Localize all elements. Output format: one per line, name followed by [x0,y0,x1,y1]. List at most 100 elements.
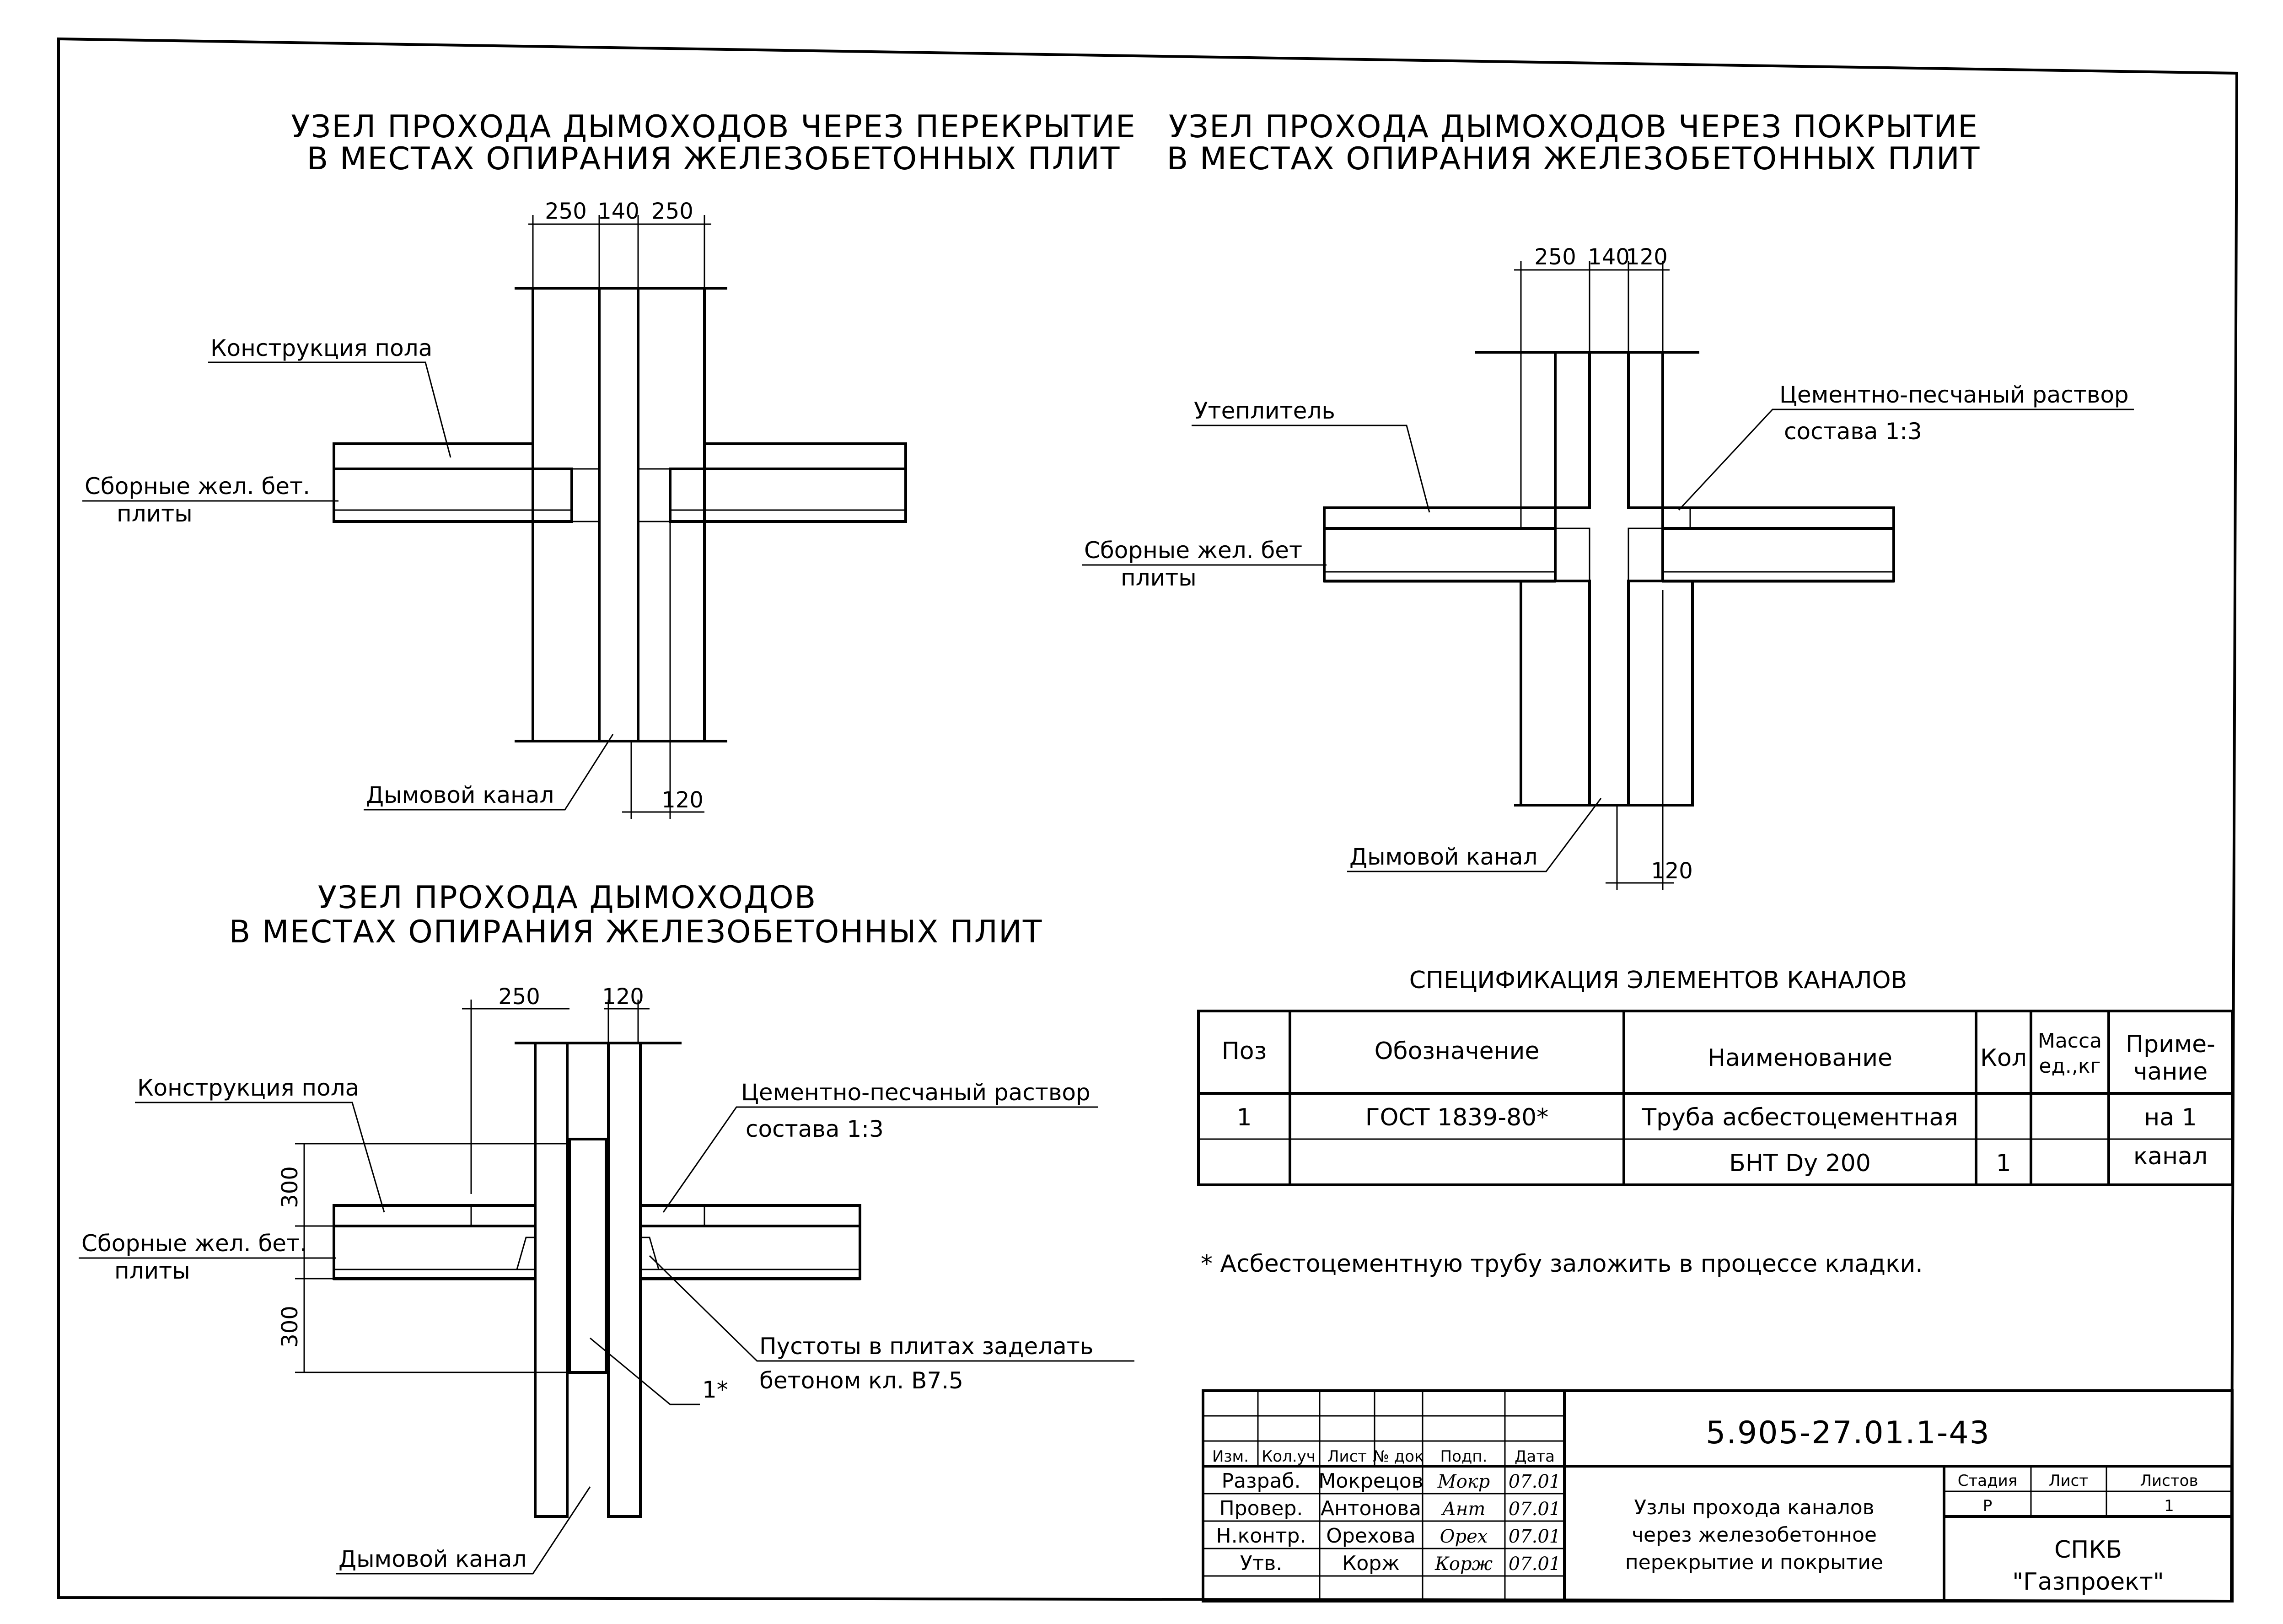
floor-construction [639,1204,861,1227]
label-mortar: Цементно-песчаный раствор [1779,382,2129,408]
title-header: Изм. [1212,1447,1249,1466]
view-bottom-left: УЗЕЛ ПРОХОДА ДЫМОХОДОВ В МЕСТАХ ОПИРАНИЯ… [79,880,1134,1575]
person-name: Мокрецов [1318,1469,1423,1493]
spec-header-qty: Кол [1980,1044,2027,1072]
label-mortar: Цементно-песчаный раствор [741,1079,1090,1106]
insulation-layer [1661,506,1895,530]
view-title-line1: УЗЕЛ ПРОХОДА ДЫМОХОДОВ [318,880,817,916]
title-header: Лист [1327,1447,1367,1466]
label-precast-slab-2: плиты [1121,565,1197,591]
sheets-value: 1 [2164,1497,2174,1515]
sheet-label: Лист [2049,1472,2088,1490]
title-header: Дата [1515,1447,1555,1466]
precast-slab [333,468,573,523]
sign-date: 07.01 [1509,1499,1561,1520]
dimension-label: 120 [1626,244,1668,270]
dimension-label: 120 [661,787,704,813]
title-header: Подп. [1440,1447,1488,1466]
label-precast-slab-2: плиты [117,500,193,527]
mortar-fill [1662,507,1691,529]
stage-label: Стадия [1958,1472,2017,1490]
label-precast-slab: Сборные жел. бет. [85,473,310,500]
spec-title: СПЕЦИФИКАЦИЯ ЭЛЕМЕНТОВ КАНАЛОВ [1409,967,1907,994]
view-title-line1: УЗЕЛ ПРОХОДА ДЫМОХОДОВ ЧЕРЕЗ ПОКРЫТИЕ [1169,109,1978,145]
chimney-wall [1627,351,1664,509]
label-precast-slab-2: плиты [114,1258,190,1284]
signature: Ант [1441,1499,1486,1520]
person-name: Антонова [1321,1497,1421,1520]
description-line: перекрытие и покрытие [1625,1551,1883,1574]
person-name: Орехова [1326,1524,1416,1548]
label-voids: Пустоты в плитах заделать [759,1333,1093,1360]
dimension-label: 250 [651,199,693,224]
label-voids-2: бетоном кл. В7.5 [759,1367,963,1394]
dimension-label: 250 [1534,244,1576,270]
void-concrete-fill [516,1237,536,1270]
mortar-fill [639,1205,705,1227]
chimney-wall [1520,580,1591,807]
specification-table: СПЕЦИФИКАЦИЯ ЭЛЕМЕНТОВ КАНАЛОВ Поз Обозн… [1197,967,2234,1278]
precast-slab [639,1225,861,1280]
floor-construction [703,442,907,470]
chimney-wall [1554,351,1591,509]
dimension-label: 300 [277,1166,303,1208]
void-concrete-fill [639,1237,660,1270]
chimney-wall [607,1042,642,1518]
spec-footnote: * Асбестоцементную трубу заложить в проц… [1201,1250,1923,1278]
signature: Мокр [1437,1471,1490,1492]
chimney-wall [1627,580,1694,807]
label-precast-slab: Сборные жел. бет. [81,1230,307,1257]
role-label: Разраб. [1222,1469,1301,1493]
dimension-label: 250 [498,984,540,1010]
precast-slab [1661,527,1895,582]
title-header: № док [1373,1447,1424,1466]
role-label: Утв. [1240,1552,1282,1575]
label-smoke-channel: Дымовой канал [366,782,554,808]
spec-header-mass: Масса [2038,1029,2102,1053]
floor-construction [333,1204,537,1227]
person-name: Корж [1342,1552,1400,1575]
description-line: Узлы прохода каналов [1634,1496,1874,1519]
sign-date: 07.01 [1509,1526,1561,1547]
sign-date: 07.01 [1509,1554,1561,1575]
organization-name-2: "Газпроект" [2012,1568,2164,1596]
signature: Корж [1434,1554,1493,1575]
title-block: Изм. Кол.уч Лист № док Подп. Дата Разраб… [1202,1389,2234,1602]
label-mortar-2: состава 1:3 [746,1116,884,1142]
dimension-label: 140 [597,199,639,224]
label-mortar-2: состава 1:3 [1784,418,1922,445]
spec-header-name: Наименование [1708,1044,1892,1072]
label-insulation: Утеплитель [1194,398,1335,424]
spec-cell: 1 [1236,1104,1252,1131]
sheets-label: Листов [2140,1472,2198,1490]
view-title-line2: В МЕСТАХ ОПИРАНИЯ ЖЕЛЕЗОБЕТОННЫХ ПЛИТ [307,141,1121,177]
spec-header-mass-2: ед.,кг [2039,1054,2100,1078]
floor-construction [333,442,534,470]
spec-header-note-2: чание [2133,1058,2208,1086]
spec-cell: ГОСТ 1839-80* [1365,1104,1549,1131]
dimension-label: 120 [1651,858,1693,884]
chimney-wall [534,1042,569,1518]
view-top-right: УЗЕЛ ПРОХОДА ДЫМОХОДОВ ЧЕРЕЗ ПОКРЫТИЕ В … [1082,109,2134,890]
dimension-label: 140 [1588,244,1630,270]
spec-cell: канал [2133,1143,2208,1170]
role-label: Провер. [1219,1497,1303,1520]
precast-slab [1323,527,1557,582]
title-header: Кол.уч [1262,1447,1316,1466]
view-title-line2: В МЕСТАХ ОПИРАНИЯ ЖЕЛЕЗОБЕТОННЫХ ПЛИТ [1167,141,1981,177]
label-smoke-channel: Дымовой канал [1349,844,1537,870]
dimension-label: 120 [602,984,644,1010]
view-title-line2: В МЕСТАХ ОПИРАНИЯ ЖЕЛЕЗОБЕТОННЫХ ПЛИТ [229,914,1043,950]
label-precast-slab: Сборные жел. бет [1084,537,1302,564]
precast-slab [333,1225,537,1280]
description-line: через железобетонное [1632,1523,1877,1547]
spec-header-pos: Поз [1222,1038,1267,1065]
organization-name: СПКБ [2054,1536,2122,1564]
spec-cell: БНТ Dy 200 [1729,1150,1871,1177]
label-floor-construction: Конструкция пола [137,1075,359,1101]
spec-cell: Труба асбестоцементная [1641,1104,1958,1131]
role-label: Н.контр. [1216,1524,1306,1548]
label-floor-construction: Конструкция пола [210,335,432,361]
